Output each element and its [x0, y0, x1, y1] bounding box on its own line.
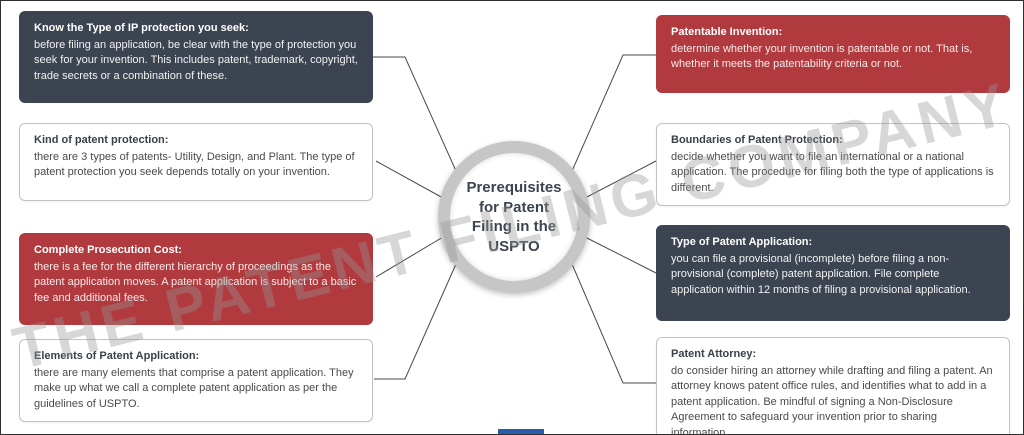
- node-body: determine whether your invention is pate…: [671, 42, 973, 71]
- center-node-inner: Prerequisites for Patent Filing in the U…: [450, 153, 578, 281]
- node-patentable-invention: Patentable Invention: determine whether …: [656, 15, 1010, 93]
- node-body: there is a fee for the different hierarc…: [34, 260, 357, 304]
- connector-line: [374, 263, 457, 380]
- connector-line: [571, 263, 656, 384]
- node-heading: Boundaries of Patent Protection:: [671, 134, 843, 146]
- node-heading: Elements of Patent Application:: [34, 350, 200, 362]
- center-node: Prerequisites for Patent Filing in the U…: [438, 141, 590, 293]
- node-body: you can file a provisional (incomplete) …: [671, 252, 971, 296]
- node-heading: Complete Prosecution Cost:: [34, 244, 182, 256]
- node-body: there are 3 types of patents- Utility, D…: [34, 150, 355, 179]
- node-heading: Patentable Invention:: [671, 26, 783, 38]
- node-heading: Kind of patent protection:: [34, 134, 169, 146]
- connector-line: [584, 236, 657, 274]
- node-elements-of-patent-application: Elements of Patent Application: there ar…: [19, 339, 373, 423]
- node-body: decide whether you want to file an inter…: [671, 150, 994, 194]
- node-heading: Know the Type of IP protection you seek:: [34, 22, 249, 34]
- node-heading: Patent Attorney:: [671, 348, 757, 360]
- bottom-accent-mark: [498, 429, 544, 434]
- node-know-ip-protection: Know the Type of IP protection you seek:…: [19, 11, 373, 103]
- node-type-of-patent-application: Type of Patent Application: you can file…: [656, 225, 1010, 321]
- node-body: do consider hiring an attorney while dra…: [671, 364, 993, 435]
- connector-line: [375, 236, 444, 278]
- node-body: there are many elements that comprise a …: [34, 366, 354, 410]
- center-node-label: Prerequisites for Patent Filing in the U…: [466, 179, 562, 255]
- connector-line: [571, 54, 656, 172]
- node-kind-of-patent-protection: Kind of patent protection: there are 3 t…: [19, 123, 373, 201]
- node-heading: Type of Patent Application:: [671, 236, 813, 248]
- node-patent-attorney: Patent Attorney: do consider hiring an a…: [656, 337, 1010, 435]
- connector-line: [584, 160, 657, 199]
- node-body: before filing an application, be clear w…: [34, 38, 358, 82]
- node-complete-prosecution-cost: Complete Prosecution Cost: there is a fe…: [19, 233, 373, 325]
- node-boundaries-of-patent-protection: Boundaries of Patent Protection: decide …: [656, 123, 1010, 207]
- connector-line: [373, 56, 457, 172]
- connector-line: [375, 160, 444, 199]
